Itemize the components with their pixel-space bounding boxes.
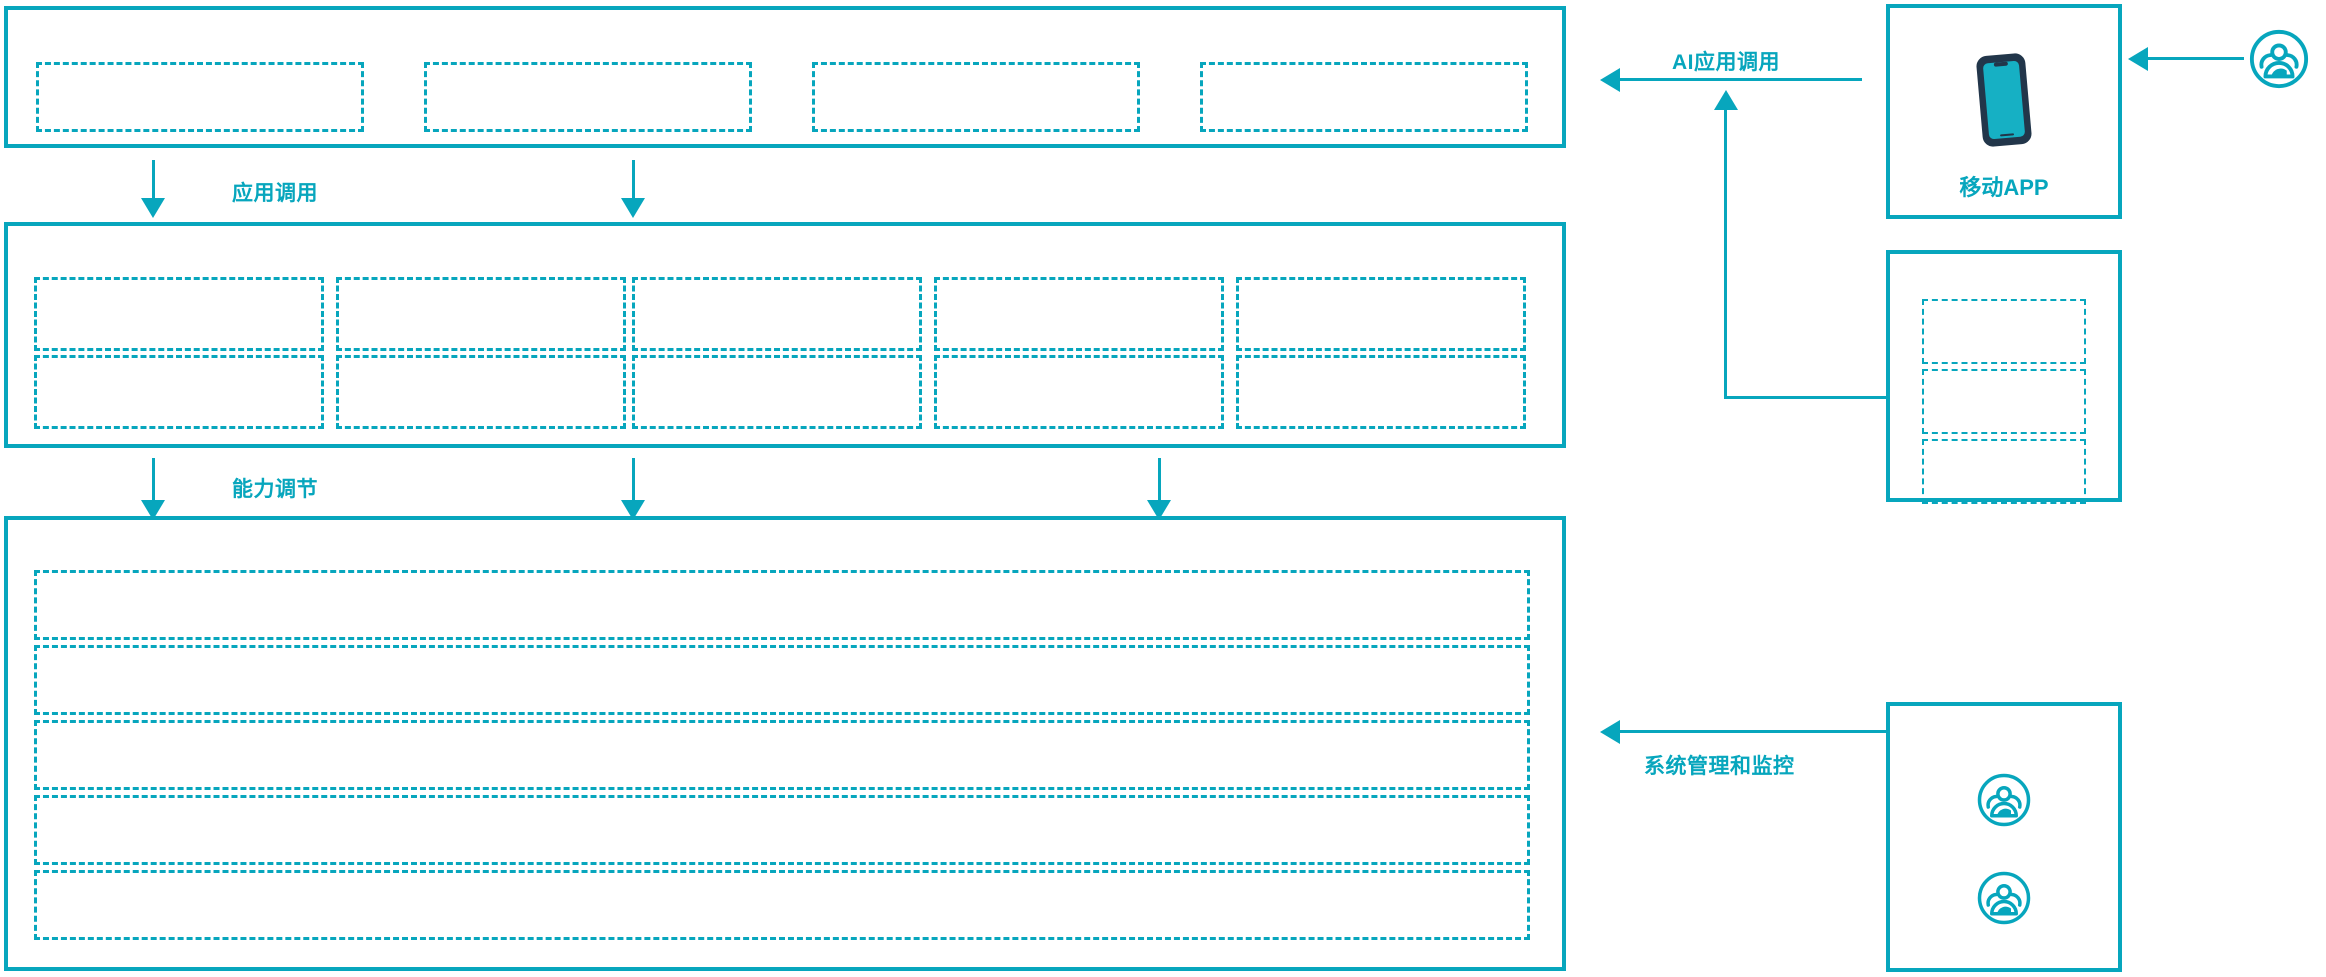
capability-slot-r1c5[interactable] (1236, 277, 1526, 351)
ai-application-call-horizontal (1620, 78, 1862, 81)
capability-slot-r1c4[interactable] (934, 277, 1224, 351)
edge-label-capability-adjust: 能力调节 (232, 478, 318, 501)
infrastructure-band-1[interactable] (34, 570, 1530, 640)
channel-panel[interactable] (1886, 250, 2122, 502)
application-slot-3[interactable] (812, 62, 1140, 132)
ai-application-call-foot (1724, 396, 1886, 399)
edge-label-system-management: 系统管理和监控 (1644, 755, 1795, 778)
operations-panel[interactable] (1886, 702, 2122, 972)
capability-adjust-connector-mid (632, 458, 635, 503)
channel-slot-3[interactable] (1922, 439, 2086, 504)
application-call-arrowhead-mid (621, 198, 645, 218)
capability-slot-r2c1[interactable] (34, 355, 324, 429)
capability-slot-r1c1[interactable] (34, 277, 324, 351)
capability-layer-panel (4, 222, 1566, 448)
capability-slot-r2c4[interactable] (934, 355, 1224, 429)
capability-adjust-arrowhead-right (1147, 500, 1171, 520)
edge-label-application-call: 应用调用 (232, 182, 318, 205)
infrastructure-band-5[interactable] (34, 870, 1530, 940)
capability-adjust-arrowhead-left (141, 500, 165, 520)
capability-adjust-connector-right (1158, 458, 1161, 503)
capability-slot-r1c2[interactable] (336, 277, 626, 351)
capability-slot-r1c3[interactable] (632, 277, 922, 351)
end-user-to-mobile-connector (2148, 57, 2244, 60)
user-group-icon-operations-1 (1977, 773, 2031, 827)
capability-slot-r2c5[interactable] (1236, 355, 1526, 429)
ai-application-call-arrowhead-left (1600, 68, 1620, 92)
application-slot-2[interactable] (424, 62, 752, 132)
capability-adjust-arrowhead-mid (621, 500, 645, 520)
capability-adjust-connector-left (152, 458, 155, 503)
application-call-arrowhead-left (141, 198, 165, 218)
channel-slot-1[interactable] (1922, 299, 2086, 364)
infrastructure-layer-panel (4, 516, 1566, 971)
application-slot-1[interactable] (36, 62, 364, 132)
infrastructure-band-3[interactable] (34, 720, 1530, 790)
ai-application-call-riser (1724, 110, 1727, 398)
ai-application-call-arrowhead-up (1714, 90, 1738, 110)
application-call-connector-mid (632, 160, 635, 200)
capability-slot-r2c3[interactable] (632, 355, 922, 429)
smartphone-icon (1976, 53, 2032, 147)
channel-slot-2[interactable] (1922, 369, 2086, 434)
capability-slot-r2c2[interactable] (336, 355, 626, 429)
application-slot-4[interactable] (1200, 62, 1528, 132)
application-call-connector-left (152, 160, 155, 200)
user-group-icon-operations-2 (1977, 871, 2031, 925)
infrastructure-band-2[interactable] (34, 645, 1530, 715)
system-management-arrowhead (1600, 720, 1620, 744)
edge-label-ai-application-call: AI应用调用 (1672, 51, 1780, 74)
system-management-connector (1620, 730, 1886, 733)
user-group-icon-end-user (2249, 29, 2309, 89)
end-user-to-mobile-arrowhead (2128, 47, 2148, 71)
infrastructure-band-4[interactable] (34, 795, 1530, 865)
mobile-app-caption: 移动APP (1959, 175, 2049, 200)
application-layer-panel (4, 6, 1566, 148)
